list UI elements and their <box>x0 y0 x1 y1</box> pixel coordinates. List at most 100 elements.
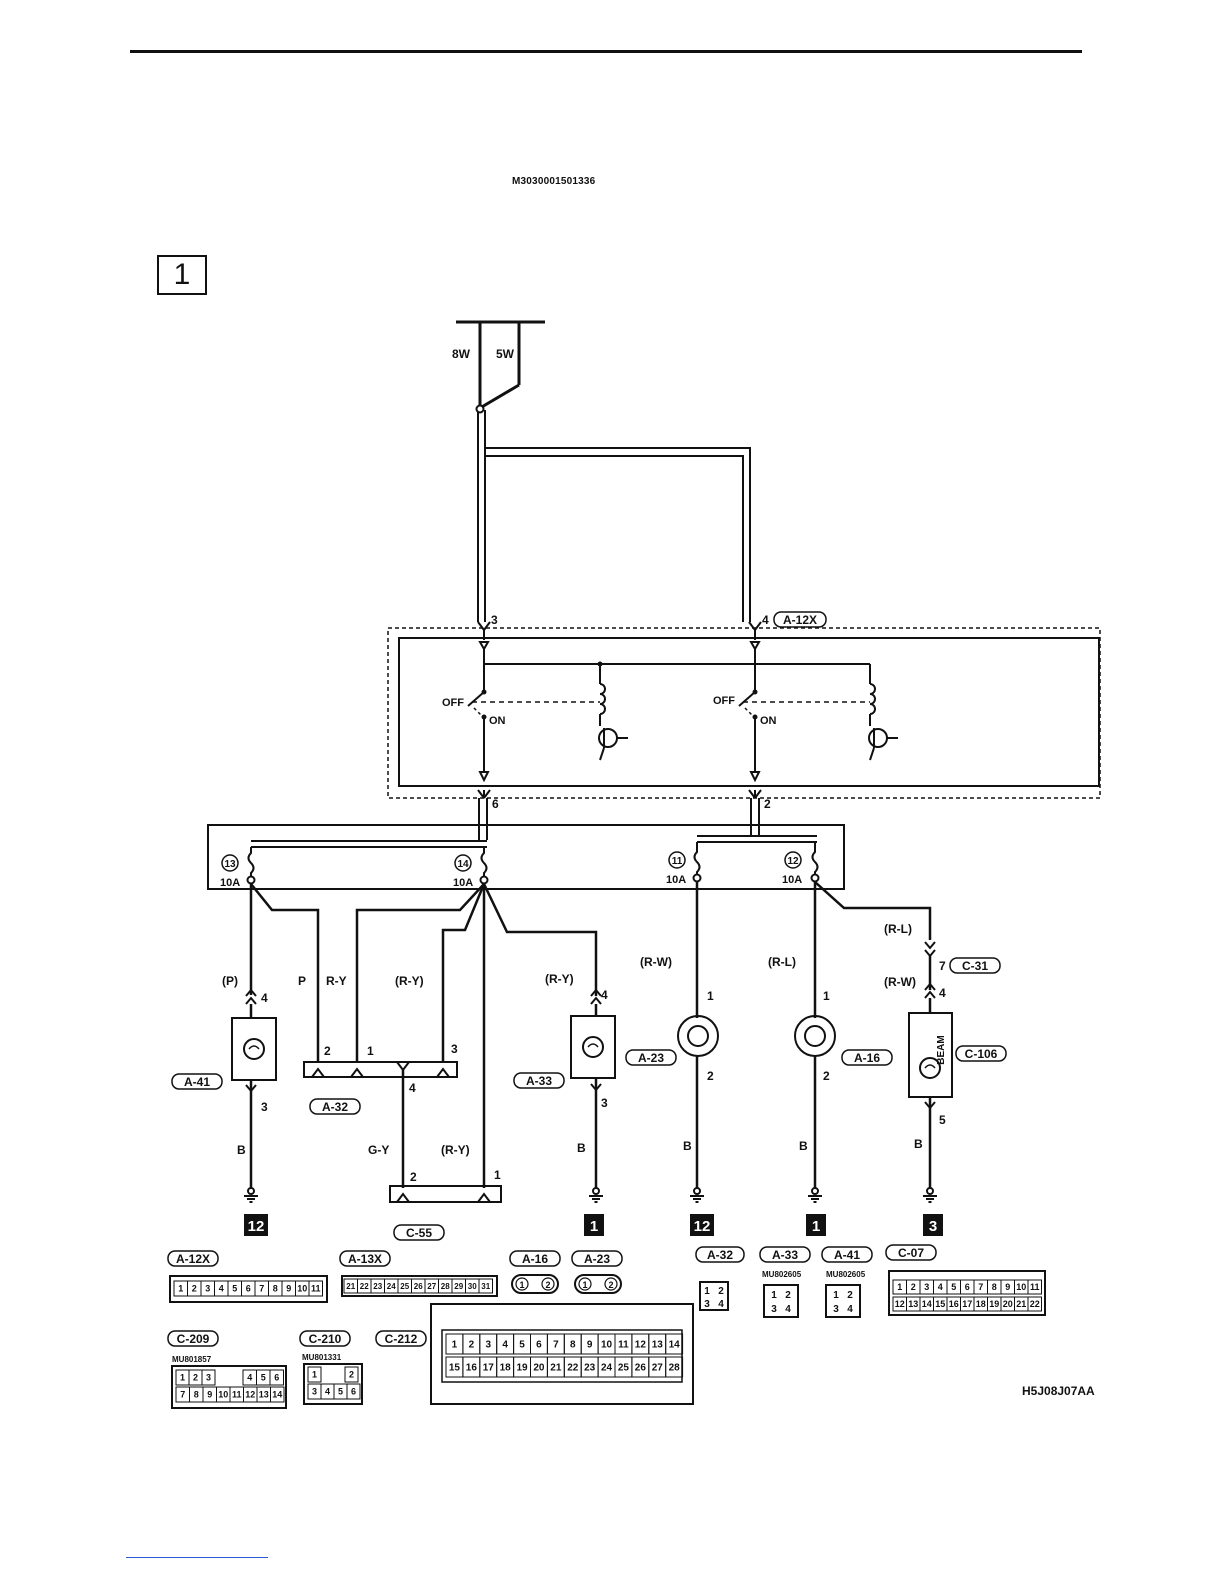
legend-c209-pin: 6 <box>274 1373 279 1383</box>
legend-a16: A-16 1 2 <box>509 1250 561 1294</box>
legend-c209-pin: 2 <box>193 1373 198 1383</box>
pin-c106-4: 4 <box>939 986 946 1000</box>
ground-a33-number: 1 <box>590 1218 598 1235</box>
legend-a41-pin2: 2 <box>847 1290 853 1301</box>
right-switch-off-label: OFF <box>713 695 735 707</box>
legend-c212-pin: 15 <box>449 1363 461 1374</box>
wire-label-ry-paren-c55: (R-Y) <box>441 1143 470 1157</box>
legend-c210-pin: 4 <box>325 1387 330 1397</box>
legend-a32-label: A-32 <box>707 1248 733 1262</box>
legend-c210-label: C-210 <box>309 1332 342 1346</box>
top-rule <box>130 50 1082 53</box>
wire-label-ry-paren-a33: (R-Y) <box>545 972 574 986</box>
legend-c212-pin: 9 <box>587 1340 593 1351</box>
legend-a16-pin2: 2 <box>545 1280 550 1290</box>
legend-c209-pin: 14 <box>272 1390 282 1400</box>
legend-c212-pin: 10 <box>601 1340 613 1351</box>
legend-c212-pin: 4 <box>502 1340 508 1351</box>
wire-label-gy: G-Y <box>368 1143 389 1157</box>
legend-a23: A-23 1 2 <box>571 1250 623 1294</box>
legend-a16-label: A-16 <box>522 1252 548 1266</box>
relay-connector-label: A-12X <box>783 613 817 627</box>
legend-a13x-pin: 28 <box>441 1282 450 1291</box>
ground-c106-number: 3 <box>929 1218 937 1235</box>
wire-label-b-a23: B <box>683 1139 692 1153</box>
legend-c07-pin: 15 <box>935 1299 945 1309</box>
legend-a32-pin4: 4 <box>718 1299 724 1310</box>
legend-c212-pin: 1 <box>452 1340 458 1351</box>
pin-a32-3: 3 <box>451 1042 458 1056</box>
legend-a12x-pin: 7 <box>259 1284 264 1294</box>
fuse-12-number: 12 <box>787 856 799 867</box>
legend-c212-pin: 28 <box>669 1363 681 1374</box>
tag-a23: A-23 <box>625 1049 677 1066</box>
legend-a16-pin1: 1 <box>519 1280 524 1290</box>
legend-c210-pin: 3 <box>312 1387 317 1397</box>
legend-a12x-pin: 1 <box>178 1284 183 1294</box>
pin-a33-3: 3 <box>601 1096 608 1110</box>
legend-a12x-pin: 8 <box>273 1284 278 1294</box>
pin-c55-2: 2 <box>410 1170 417 1184</box>
fuse-11-rating: 10A <box>666 874 686 886</box>
legend-a13x-pin: 26 <box>414 1282 423 1291</box>
fuse-14: 14 10A <box>453 854 473 889</box>
legend-c212-pin: 13 <box>652 1340 664 1351</box>
tag-a33-label: A-33 <box>526 1074 552 1088</box>
ground-c106: 3 <box>923 1214 943 1236</box>
legend-c07-cell <box>1027 1296 1042 1312</box>
pin-a41-3: 3 <box>261 1100 268 1114</box>
legend-c209-cell <box>201 1369 216 1386</box>
fuse-11: 11 10A <box>666 851 686 886</box>
fuse-14-number: 14 <box>457 859 469 870</box>
wire-label-rw-paren-c106: (R-W) <box>884 975 916 989</box>
ground-a16-number: 1 <box>812 1218 820 1235</box>
legend-c209-pin: 11 <box>232 1390 242 1400</box>
legend-a13x-pin: 31 <box>481 1282 490 1291</box>
pin-c106-5: 5 <box>939 1113 946 1127</box>
legend-c07-pin: 1 <box>897 1282 902 1292</box>
pin-a23-2: 2 <box>707 1069 714 1083</box>
legend-a41-pin4: 4 <box>847 1304 853 1315</box>
legend-a33-pin1: 1 <box>771 1290 777 1301</box>
legend-c212-pin: 8 <box>570 1340 576 1351</box>
legend-c209-part: MU801857 <box>172 1355 212 1364</box>
ground-a33: 1 <box>584 1214 604 1236</box>
pin-a32-2: 2 <box>324 1044 331 1058</box>
fuse-13: 13 10A <box>220 854 240 889</box>
ground-a16: 1 <box>806 1214 826 1236</box>
legend-a33-label: A-33 <box>772 1248 798 1262</box>
wire-label-b-a41: B <box>237 1143 246 1157</box>
legend-c212-pin: 22 <box>567 1363 579 1374</box>
legend-c07-pin: 12 <box>895 1299 905 1309</box>
legend-c07-pin: 11 <box>1030 1282 1040 1292</box>
legend-a33-pin2: 2 <box>785 1290 791 1301</box>
legend-a12x-label: A-12X <box>176 1252 210 1266</box>
ground-a41: 12 <box>244 1214 268 1236</box>
legend-c212-pin: 26 <box>635 1363 647 1374</box>
relay-terminal-3: 3 <box>491 613 498 627</box>
legend-c209-pin: 13 <box>259 1390 269 1400</box>
legend-a12x-pin: 2 <box>192 1284 197 1294</box>
legend-a13x-pin: 22 <box>360 1282 369 1291</box>
pin-c55-1: 1 <box>494 1168 501 1182</box>
legend-c07-pin: 17 <box>962 1299 972 1309</box>
tag-a33: A-33 <box>513 1072 565 1089</box>
tag-c55: C-55 <box>393 1224 445 1241</box>
legend-c212-pin: 6 <box>536 1340 542 1351</box>
legend-c07-label: C-07 <box>898 1246 924 1260</box>
legend-a13x-pin: 24 <box>387 1282 396 1291</box>
legend-c209-pin: 3 <box>206 1373 211 1383</box>
legend-a12x-pin: 4 <box>219 1284 224 1294</box>
pin-a32-4: 4 <box>409 1081 416 1095</box>
pin-a32-1: 1 <box>367 1044 374 1058</box>
legend-c212-pin: 25 <box>618 1363 630 1374</box>
wire-label-b-a16: B <box>799 1139 808 1153</box>
legend-c209-pin: 8 <box>194 1390 199 1400</box>
legend-c212-pin: 21 <box>550 1363 562 1374</box>
legend-c212-pin: 17 <box>483 1363 495 1374</box>
legend-a12x-pin: 5 <box>232 1284 237 1294</box>
